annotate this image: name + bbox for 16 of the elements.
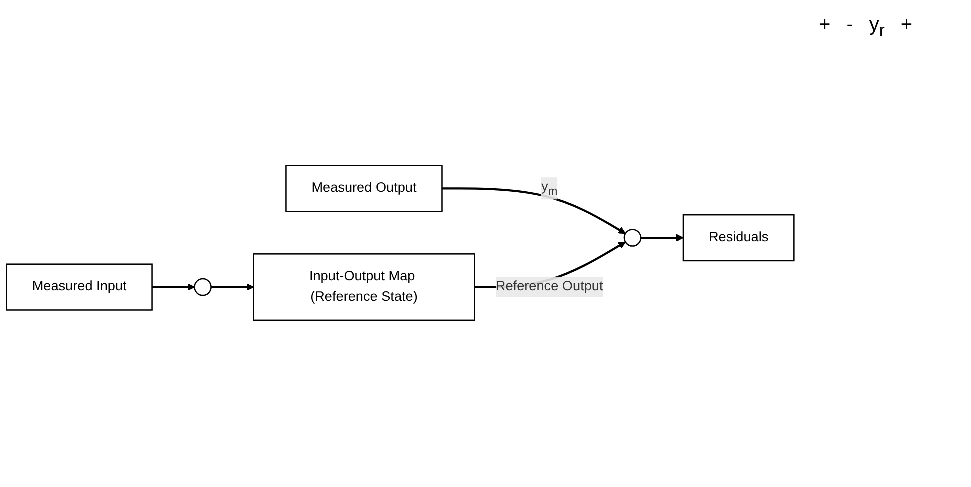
node-box: Input-Output Map (Reference State): [253, 254, 476, 322]
node-circle: [194, 278, 212, 297]
signal-label: y$_{r}$: [869, 14, 885, 41]
arrow: [442, 188, 626, 235]
arrow: [641, 234, 684, 242]
edge-label: Reference Output: [496, 280, 604, 294]
signal-label: +: [819, 14, 831, 37]
signal-label: +: [900, 14, 913, 37]
node-box: Measured Input: [6, 264, 153, 312]
arrow: [152, 284, 196, 292]
edge-label: y$_{m}$: [541, 180, 558, 198]
node-box: Residuals: [682, 214, 795, 262]
node-box: Measured Output: [286, 166, 443, 213]
arrow: [211, 284, 254, 292]
signal-label: -: [846, 14, 854, 37]
node-circle: [624, 230, 642, 248]
